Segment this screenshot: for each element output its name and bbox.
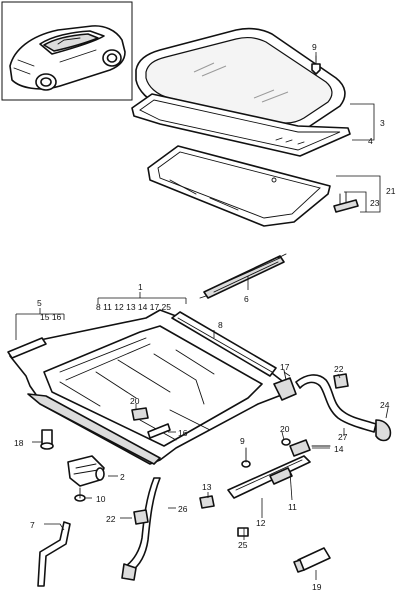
vehicle-thumbnail — [1, 1, 133, 101]
callout-3: 3 — [380, 118, 385, 128]
grease-tube — [293, 547, 331, 573]
bolt-18 — [40, 429, 54, 450]
clip-13 — [199, 495, 215, 509]
screw-9-lower — [241, 447, 251, 468]
bracket-23 — [333, 191, 359, 213]
callout-9-top: 9 — [312, 42, 317, 52]
callout-20-upper: 20 — [130, 396, 140, 406]
callout-labels: 9 3 4 21 23 6 1 8 11 12 13 14 17 25 5 15… — [14, 42, 396, 592]
front-rail — [7, 337, 47, 359]
clip-20 — [131, 407, 149, 421]
sunroof-frame — [9, 309, 287, 465]
callout-6: 6 — [244, 294, 249, 304]
callout-7: 7 — [30, 520, 35, 530]
callout-23: 23 — [370, 198, 380, 208]
callout-18: 18 — [14, 438, 24, 448]
callout-10: 10 — [96, 494, 106, 504]
callout-17: 17 — [280, 362, 290, 372]
panel-seal — [131, 93, 351, 157]
seal-frame — [147, 145, 331, 227]
car-icon — [9, 25, 126, 91]
leader-lines — [15, 52, 389, 580]
callout-25: 25 — [238, 540, 248, 550]
callout-group5-list: 15 16 — [40, 312, 62, 322]
callout-11: 11 — [288, 502, 297, 512]
drive-motor — [67, 455, 105, 487]
callout-20-lower: 20 — [280, 424, 290, 434]
side-rail — [171, 311, 277, 377]
clip-22-lower — [133, 509, 149, 525]
callout-21: 21 — [386, 186, 396, 196]
bracket-14 — [289, 439, 331, 457]
callout-4: 4 — [368, 136, 373, 146]
drain-tube-rear — [295, 373, 392, 442]
cable-guide — [199, 253, 287, 299]
bracket-17 — [273, 369, 297, 401]
callout-19: 19 — [312, 582, 322, 592]
callout-26: 26 — [178, 504, 188, 514]
callout-27: 27 — [338, 432, 348, 442]
emergency-crank — [37, 521, 71, 587]
drain-tube-front — [121, 477, 161, 581]
callout-14: 14 — [334, 444, 344, 454]
callout-group1-list: 8 11 12 13 14 17 25 — [96, 302, 171, 312]
clip-20-lower — [281, 438, 291, 446]
callout-24: 24 — [380, 400, 390, 410]
callout-5: 5 — [37, 298, 42, 308]
callout-13: 13 — [202, 482, 212, 492]
clip-16 — [147, 423, 171, 439]
callout-1: 1 — [138, 282, 143, 292]
callout-2: 2 — [120, 472, 125, 482]
callout-22-upper: 22 — [334, 364, 344, 374]
callout-22-lower: 22 — [106, 514, 116, 524]
guide-rail — [227, 455, 311, 499]
callout-16: 16 — [178, 428, 188, 438]
callout-12: 12 — [256, 518, 266, 528]
callout-8: 8 — [218, 320, 223, 330]
callout-9-lower: 9 — [240, 436, 245, 446]
screw-10 — [74, 487, 86, 502]
clip-25 — [237, 527, 249, 537]
